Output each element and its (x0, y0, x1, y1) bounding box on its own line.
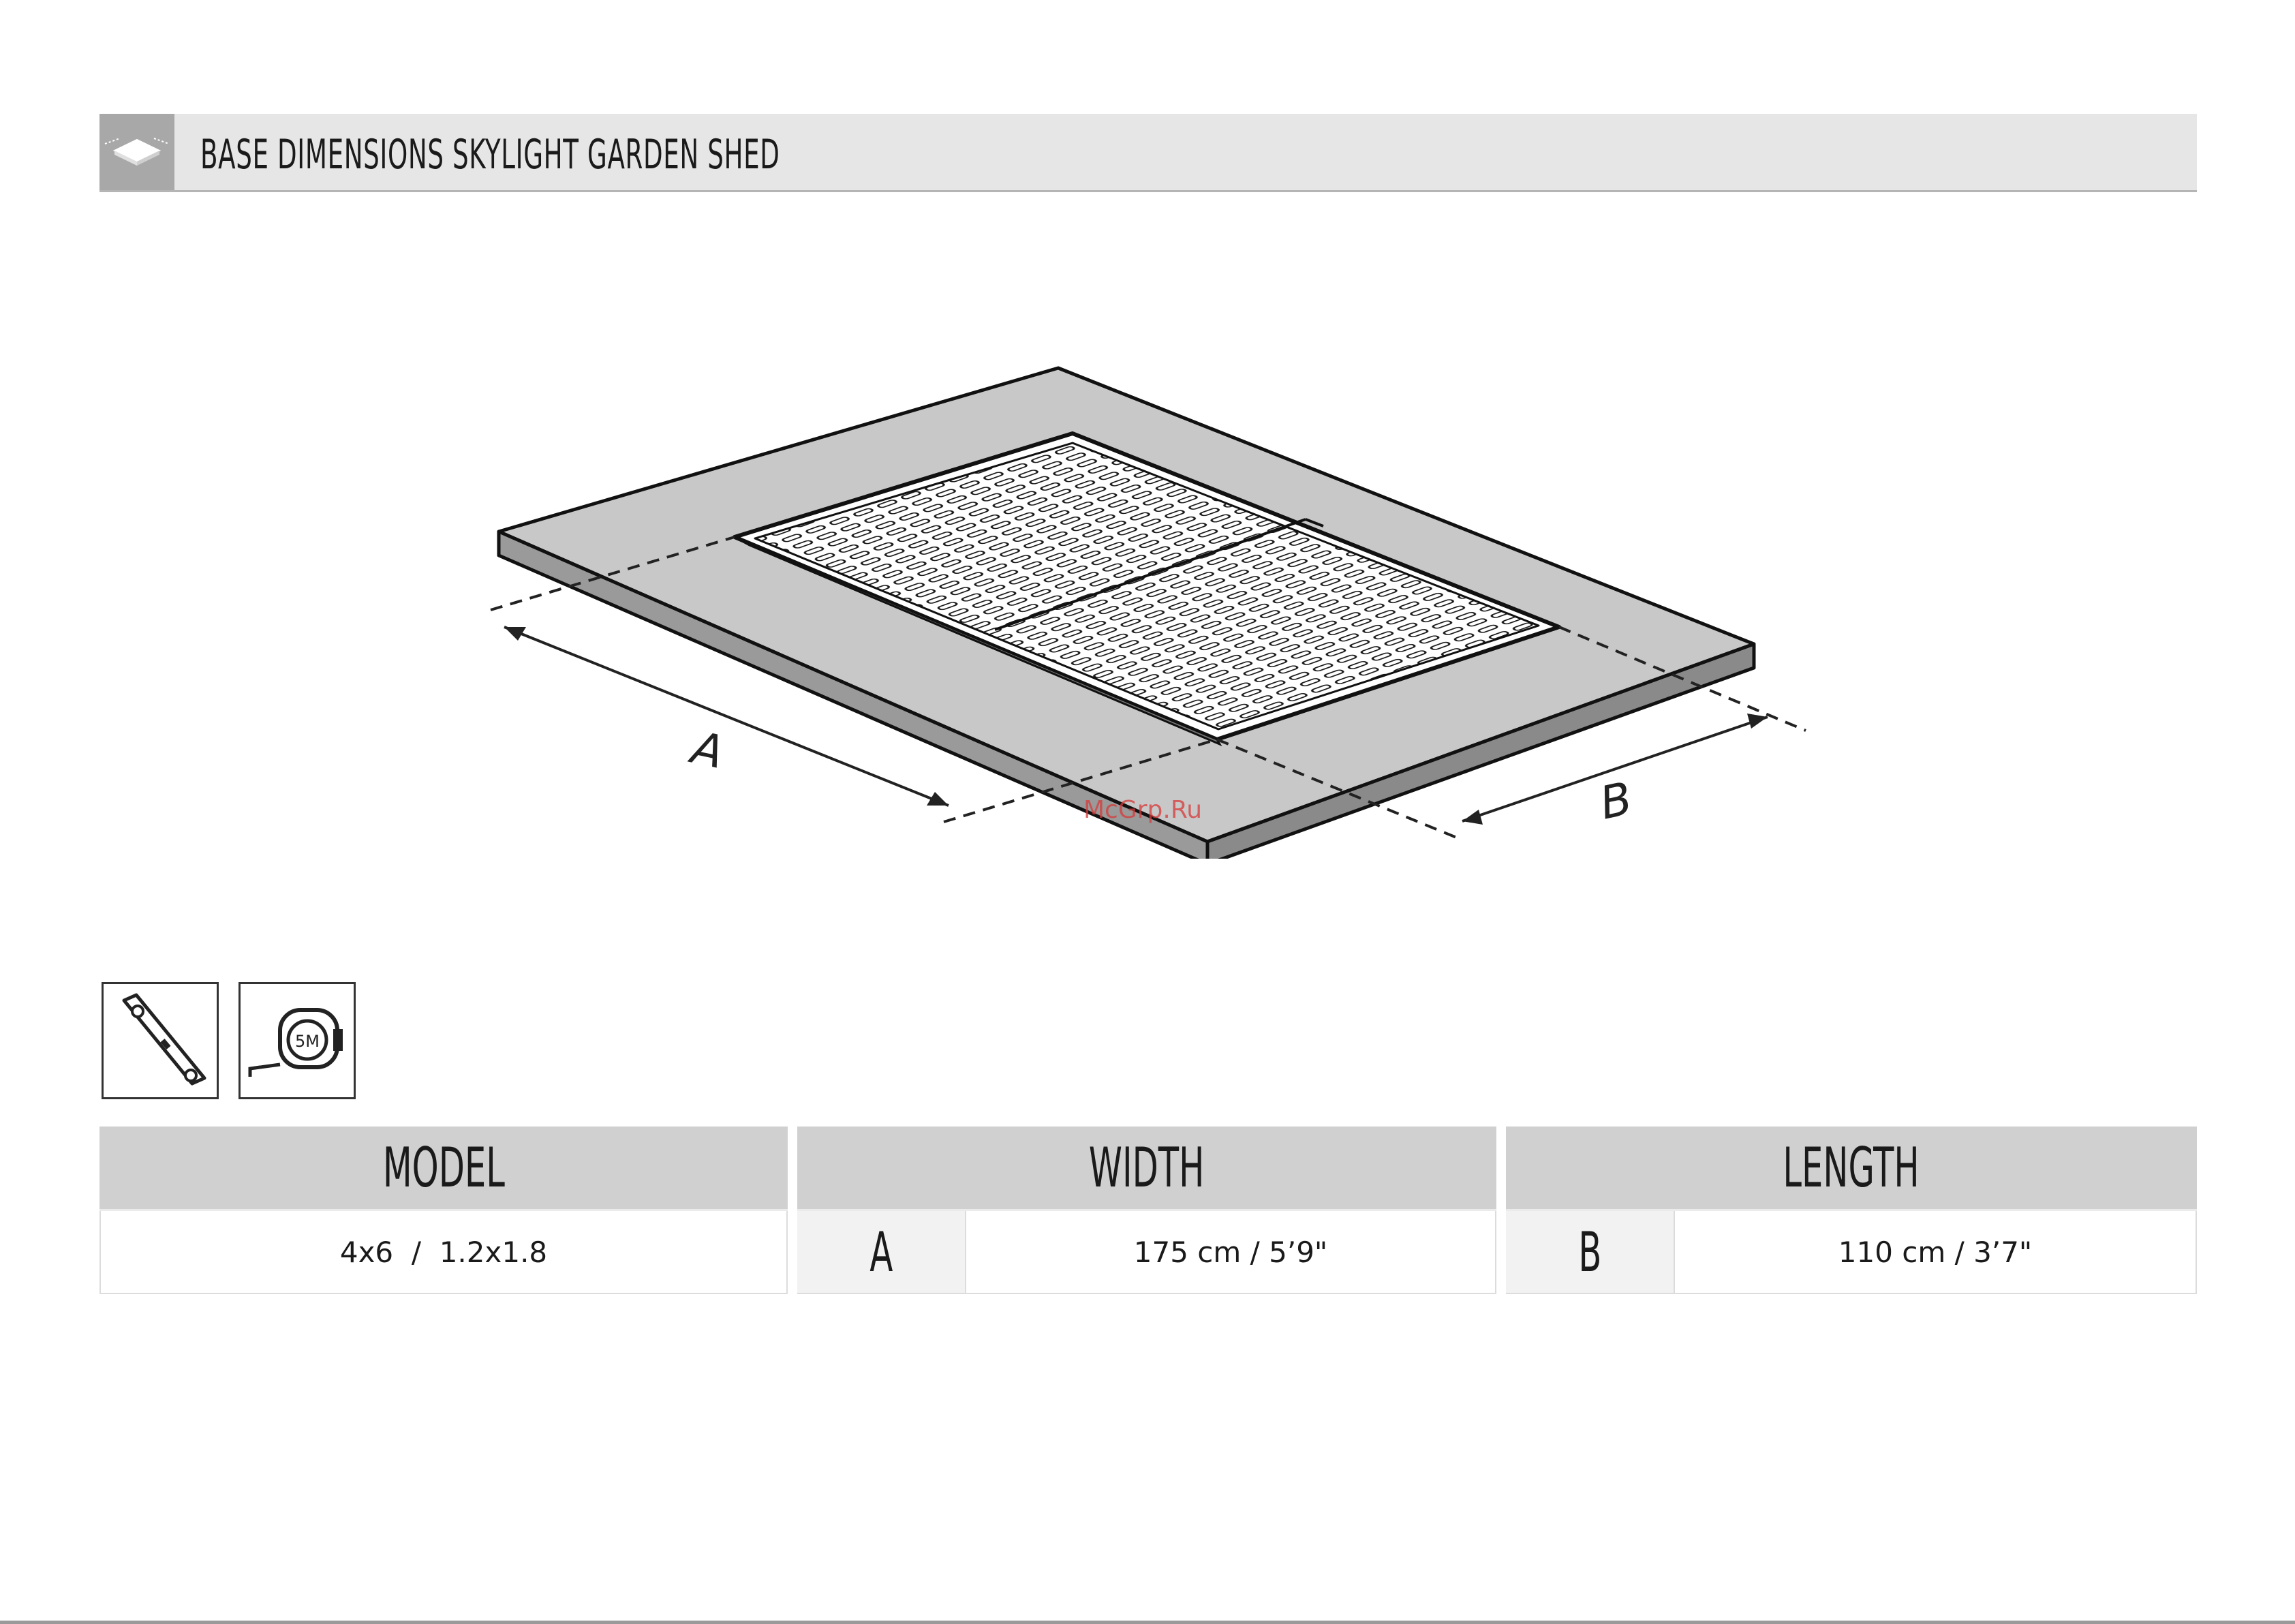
section-icon-box (99, 114, 174, 190)
base-platform-icon (99, 114, 174, 190)
header-length: LENGTH (1506, 1127, 2197, 1211)
length-value: 110 cm / 3’7" (1674, 1211, 2197, 1294)
spirit-level-icon (104, 984, 221, 1101)
width-letter: A (797, 1211, 965, 1294)
page-bottom-rule (0, 1621, 2295, 1624)
width-value: 175 cm / 5’9" (965, 1211, 1496, 1294)
dimensions-table: MODEL WIDTH LENGTH 4x6 / 1.2x1.8 A 175 c… (99, 1127, 2197, 1296)
header-width: WIDTH (797, 1127, 1496, 1211)
header-model: MODEL (99, 1127, 788, 1211)
base-dimensions-diagram: A B (436, 341, 1881, 859)
watermark: McGrp.Ru (1083, 796, 1202, 824)
tape-measure-icon: 5M (241, 984, 358, 1101)
dimension-label-b: B (1595, 772, 1636, 830)
tool-spirit-level (102, 982, 219, 1099)
model-value: 4x6 / 1.2x1.8 (99, 1211, 788, 1294)
dimension-label-a: A (685, 721, 728, 780)
tape-measure-label: 5M (295, 1032, 320, 1051)
tool-tape-measure: 5M (238, 982, 356, 1099)
page-title: BASE DIMENSIONS SKYLIGHT GARDEN SHED (200, 121, 780, 189)
length-letter: B (1506, 1211, 1674, 1294)
